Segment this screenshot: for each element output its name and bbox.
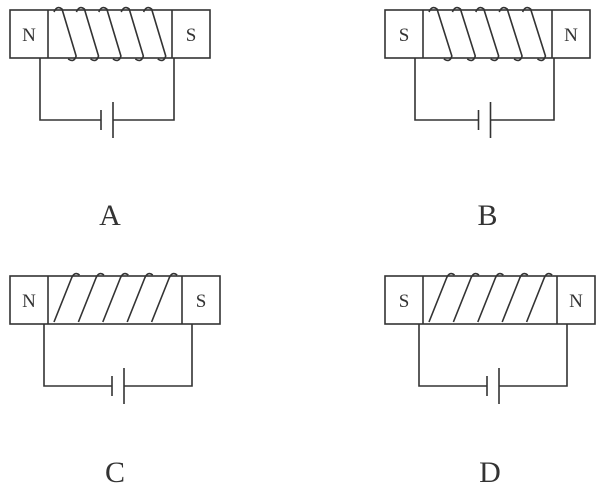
diagram-a-right-pole-label: S [186, 25, 197, 46]
diagram-a-coil-turn [75, 6, 100, 62]
diagram-a: N S A [9, 6, 211, 232]
diagram-c-coil-turn [126, 272, 154, 323]
diagram-b-left-pole-label: S [399, 25, 410, 46]
diagram-d-wire-right [499, 324, 568, 387]
diagram-a-wire-right [113, 58, 175, 121]
diagram-d: S N D [384, 272, 596, 488]
diagram-c-rod [9, 275, 221, 325]
diagram-b-coil-turn [428, 6, 453, 62]
diagram-d-left-pole-label: S [399, 291, 410, 312]
diagram-b: S N B [384, 6, 591, 232]
diagram-b-coil-turn [498, 6, 523, 62]
diagram-b-option-label: B [477, 199, 497, 232]
diagram-c-coil-turn [77, 272, 105, 323]
diagram-d-wire-left [418, 324, 487, 387]
diagram-c-wire-left [43, 324, 112, 387]
diagram-c-coil-turn [102, 272, 129, 323]
diagram-d-rod [384, 275, 596, 325]
diagram-b-wire-left [414, 58, 479, 121]
diagram-c-coil-turn [53, 272, 81, 323]
diagram-c: N S C [9, 272, 221, 488]
diagram-a-option-label: A [99, 199, 121, 232]
diagram-a-coil-turn [142, 6, 167, 62]
diagram-d-coil-turn [477, 272, 504, 323]
diagram-a-coil-turn [98, 6, 122, 62]
diagram-b-wire-right [490, 58, 555, 121]
diagram-d-coil-turn [525, 272, 553, 323]
diagram-d-option-label: D [479, 456, 501, 488]
diagram-b-right-pole-label: N [564, 25, 578, 46]
diagram-a-wire-left [39, 58, 101, 121]
diagram-c-option-label: C [105, 456, 125, 488]
diagram-b-coil-turn [521, 6, 547, 62]
diagram-a-coil-turn [53, 6, 77, 62]
diagram-c-right-pole-label: S [196, 291, 207, 312]
diagram-a-left-pole-label: N [22, 25, 36, 46]
diagram-d-coil-turn [501, 272, 529, 323]
diagram-b-coil-turn [451, 6, 477, 62]
diagram-c-coil-turn [150, 272, 178, 323]
diagram-b-coil-turn [475, 6, 500, 62]
diagram-d-coil-turn [428, 272, 456, 323]
diagram-c-left-pole-label: N [22, 291, 36, 312]
diagram-c-wire-right [124, 324, 193, 387]
diagram-d-coil-turn [452, 272, 480, 323]
diagram-d-right-pole-label: N [569, 291, 583, 312]
diagram-b-rod [384, 9, 591, 59]
diagram-a-coil-turn [120, 6, 145, 62]
